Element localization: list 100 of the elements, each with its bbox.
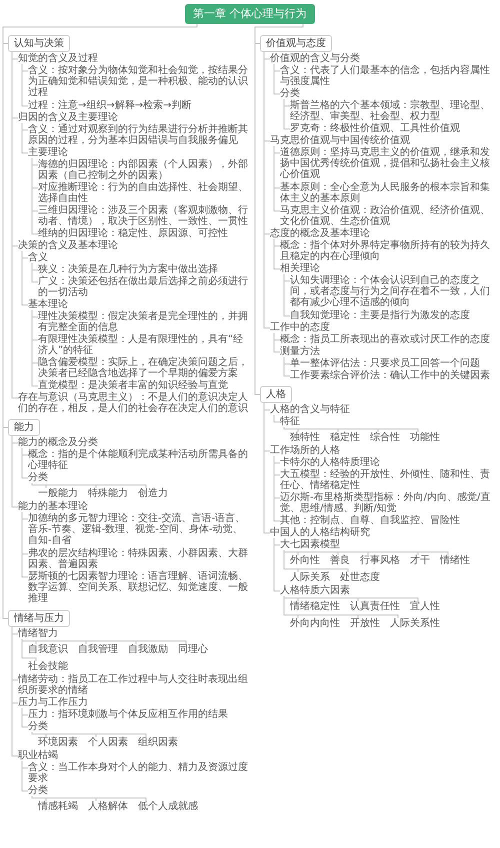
topic-text: 分类: [28, 721, 250, 732]
connector-line: [22, 638, 186, 644]
topic-text: 低个人成就感: [138, 801, 198, 812]
connector-line: [22, 638, 36, 662]
connector-line: [284, 596, 398, 618]
topic-text: 环境因素: [38, 737, 78, 748]
topic-text: 宜人性: [410, 601, 440, 612]
topic-text: 决策的含义及基本理论: [18, 240, 250, 252]
topic-text: 外向性: [290, 555, 320, 566]
topic-text: 能力的基本理论: [18, 501, 250, 512]
topic-text: 三维归因理论：涉及三个因素（客观刺激物、行动者、情境），取决于区别性、一致性、一贯性: [38, 205, 250, 228]
connector-line: [284, 274, 290, 316]
topic-text: 含义：代表了人们最基本的信念，包括内容属性与强度属性: [280, 65, 498, 88]
topic-text: 分类: [280, 88, 498, 100]
topic-text: 价值观的含义与分类: [270, 53, 498, 64]
topic-text: 情绪稳定性: [290, 601, 340, 612]
topic-text: 马克思主义价值观：政治价值观、经济价值观、文化价值观、生态价值观: [280, 205, 498, 228]
topic-text: 人际关系: [290, 572, 330, 584]
topic-text: 含义：当工作本身对个人的能力、精力及资源过度要求: [28, 762, 250, 784]
topic-text: 社会技能: [28, 661, 68, 672]
topic-text: 大五模型：经验的开放性、外倾性、随和性、责任心、情绪稳定性: [280, 469, 498, 492]
topic-text: 隐含偏爱模型：实际上，在确定决策问题之后，决策者已经隐含地选择了一个早期的偏爱方案: [38, 357, 250, 380]
topic-text: 卡特尔的人格特质理论: [280, 457, 498, 468]
topic-text: 才干: [410, 555, 430, 566]
connector-line: [274, 64, 280, 94]
topic-text: 道德原则：坚持马克思主义的价值观，继承和发扬中国优秀传统价值观，提倡和弘扬社会主义核心价值观: [280, 147, 498, 181]
topic-text: 善良: [330, 555, 350, 566]
topic-text: 大七因素模型: [280, 539, 498, 550]
topic-text: 人格特质六因素: [280, 585, 498, 596]
connector-line: [284, 356, 290, 376]
topic-text: 海德的归因理论：内部因素（个人因素），外部因素（自己控制之外的因素）: [38, 159, 250, 182]
topic-text: 压力：指环境刺激与个体反应相互作用的结果: [28, 709, 250, 720]
topic-text: 理性决策模型：假定决策者是完全理性的，并拥有完整全面的信息: [38, 311, 250, 334]
topic-text: 广义：决策还包括在做出最后选择之前必须进行的一切活动: [38, 276, 250, 298]
central-topic-box: 第一章 个体心理与行为: [185, 4, 314, 24]
topic-text: 功能性: [410, 432, 440, 444]
topic-text: 狭义：决策是在几种行为方案中做出选择: [38, 264, 250, 276]
topic-text: 情感耗竭: [38, 801, 78, 812]
topic-text: 对应推断理论：行为的自由选择性、社会期望、选择自由性: [38, 182, 250, 204]
topic-text: 迈尔斯-布里格斯类型指标：外向/内向、感觉/直觉、思维/情感、判断/知觉: [280, 492, 498, 514]
topic-text: 职业枯竭: [18, 750, 250, 762]
topic-text: 人格的含义与特征: [270, 404, 498, 416]
topic-text: 维纳的归因理论：稳定性、原因源、可控性: [38, 228, 250, 240]
topic-text: 过程：注意→组织→解释→检索→判断: [28, 100, 250, 112]
topic-text: 其他：控制点、自尊、自我监控、冒险性: [280, 515, 498, 526]
connector-line: [274, 146, 280, 212]
connector-line: [32, 482, 146, 488]
topic-text: 情绪性: [440, 555, 470, 566]
connector-line: [284, 596, 418, 602]
connector-line: [32, 310, 38, 386]
topic-text: 个人因素: [88, 737, 128, 748]
connector-line: [284, 550, 448, 556]
topic-text: 自我意识: [28, 644, 68, 656]
topic-text: 知觉的含义及过程: [18, 53, 250, 64]
topic-text: 相关理论: [280, 263, 498, 274]
connector-line: [22, 122, 28, 154]
connector-line: [284, 550, 348, 572]
connector-line: [274, 538, 280, 592]
connector-line: [22, 708, 28, 728]
topic-text: 直觉模型：是决策者丰富的知识经验与直觉: [38, 380, 250, 392]
topic-text: 外向内向性: [290, 618, 340, 630]
topic-text: 稳定性: [330, 432, 360, 444]
topic-text: 归因的含义及主要理论: [18, 112, 250, 124]
topic-text: 概念：指员工所表现出的喜欢或讨厌工作的态度: [280, 334, 498, 346]
connector-line: [284, 426, 418, 432]
connector-line: [32, 262, 38, 282]
topic-text: 单一整体评估法：只要求员工回答一个问题: [290, 358, 498, 370]
topic-text: 中国人的人格结构研究: [270, 527, 498, 538]
topic-text: 弗农的层次结构理论：特殊因素、小群因素、大群因素、普遍因素: [28, 548, 250, 570]
connector-line: [274, 414, 280, 422]
topic-box: 人格: [260, 386, 292, 404]
connector-line: [22, 250, 28, 306]
connector-line: [22, 448, 28, 478]
topic-text: 概念：指个体对外界特定事物所持有的较为持久且稳定的内在心理倾向: [280, 240, 498, 262]
connector-line: [22, 512, 28, 578]
topic-text: 自我知觉理论：主要是指行为激发的态度: [290, 310, 498, 322]
topic-text: 能力的概念及分类: [18, 437, 250, 448]
connector-line: [284, 98, 290, 130]
topic-text: 组织因素: [138, 737, 178, 748]
topic-text: 综合性: [370, 432, 400, 444]
topic-box: 能力: [8, 419, 40, 436]
topic-box: 情绪与压力: [8, 610, 70, 628]
topic-box: 认知与决策: [8, 35, 70, 52]
topic-text: 情绪智力: [18, 628, 250, 640]
connector-line: [274, 238, 280, 270]
topic-text: 瑟斯顿的七因素智力理论：语言理解、语词流畅、数字运算、空间关系、联想记忆、知觉速度、一般推理: [28, 571, 250, 605]
connector-line: [32, 732, 146, 738]
topic-text: 自我管理: [78, 644, 118, 656]
topic-text: 一般能力: [38, 488, 78, 500]
topic-text: 开放性: [350, 618, 380, 630]
connector-line: [254, 24, 304, 395]
connector-line: [274, 456, 280, 522]
connector-line: [264, 402, 270, 534]
connector-line: [22, 64, 28, 106]
topic-text: 工作要素综合评价法：确认工作中的关键因素: [290, 370, 498, 382]
topic-text: 人际关系性: [390, 618, 440, 630]
topic-text: 压力与工作压力: [18, 697, 250, 708]
topic-text: 创造力: [138, 488, 168, 500]
topic-text: 存在与意识（马克思主义）：不是人们的意识决定人们的存在，相反，是人们的社会存在决定人们的意识: [18, 392, 250, 414]
topic-text: 处世态度: [340, 572, 380, 584]
